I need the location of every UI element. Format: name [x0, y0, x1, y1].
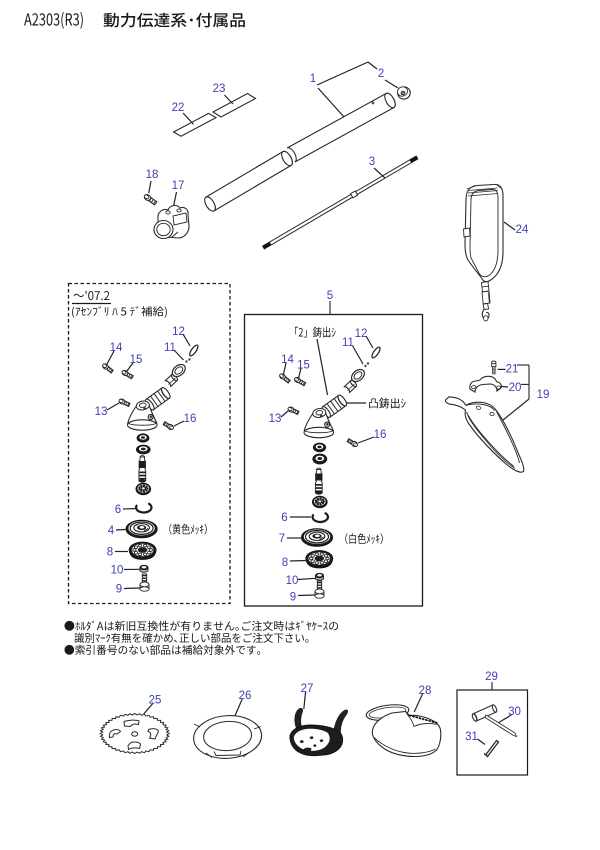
- svg-text:12: 12: [172, 326, 185, 338]
- svg-text:5: 5: [327, 290, 333, 302]
- svg-text:28: 28: [419, 685, 432, 697]
- svg-text:20: 20: [509, 382, 522, 394]
- svg-text:13: 13: [269, 413, 282, 425]
- svg-text:12: 12: [355, 328, 368, 340]
- svg-text:13: 13: [95, 406, 108, 418]
- svg-text:25: 25: [149, 695, 162, 707]
- svg-text:23: 23: [213, 83, 226, 95]
- svg-text:4: 4: [108, 525, 115, 537]
- svg-text:9: 9: [290, 592, 296, 604]
- svg-text:31: 31: [465, 731, 478, 743]
- svg-text:14: 14: [110, 342, 123, 354]
- svg-text:8: 8: [107, 547, 113, 559]
- svg-text:3: 3: [369, 156, 375, 168]
- svg-text:17: 17: [172, 180, 185, 192]
- svg-text:10: 10: [286, 575, 299, 587]
- svg-text:11: 11: [164, 342, 176, 354]
- svg-text:30: 30: [508, 706, 521, 718]
- svg-text:15: 15: [297, 360, 310, 372]
- svg-text:7: 7: [279, 533, 285, 545]
- svg-text:2: 2: [378, 68, 384, 80]
- svg-text:11: 11: [342, 337, 354, 349]
- svg-text:16: 16: [374, 429, 387, 441]
- svg-text:10: 10: [111, 565, 124, 577]
- svg-text:6: 6: [115, 504, 121, 516]
- svg-text:19: 19: [537, 389, 550, 401]
- svg-text:14: 14: [281, 354, 294, 366]
- svg-text:21: 21: [506, 364, 519, 376]
- svg-text:6: 6: [281, 512, 287, 524]
- svg-text:9: 9: [116, 584, 122, 596]
- svg-text:26: 26: [239, 690, 252, 702]
- svg-text:22: 22: [172, 102, 185, 114]
- svg-text:18: 18: [146, 169, 159, 181]
- svg-text:24: 24: [516, 224, 529, 236]
- svg-text:16: 16: [184, 413, 197, 425]
- svg-text:8: 8: [282, 557, 288, 569]
- svg-text:1: 1: [310, 73, 316, 85]
- svg-text:27: 27: [301, 683, 314, 695]
- svg-text:29: 29: [485, 671, 498, 683]
